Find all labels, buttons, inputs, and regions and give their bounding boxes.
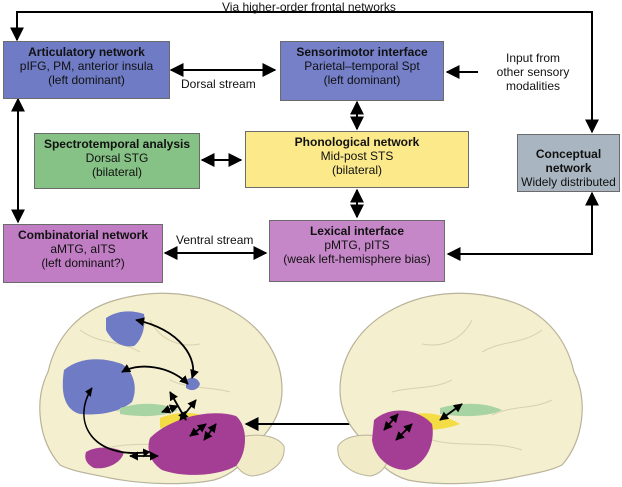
- sensorimotor-interface-box: Sensorimotor interface Parietal–temporal…: [280, 41, 444, 101]
- conceptual-line1: Widely distributed: [521, 175, 616, 189]
- articulatory-line1: pIFG, PM, anterior insula: [19, 59, 154, 73]
- left-arc-8: [203, 423, 217, 441]
- lexical-interface-box: Lexical interface pMTG, pITS (weak left-…: [269, 220, 445, 282]
- right-arc-3: [439, 403, 463, 421]
- right-sulci: [391, 319, 553, 451]
- input-label-line3: modalities: [505, 79, 561, 93]
- sensorimotor-title: Sensorimotor interface: [296, 45, 428, 59]
- combinatorial-title: Combinatorial network: [17, 228, 148, 242]
- lexical-line2: (weak left-hemisphere bias): [283, 252, 431, 266]
- spectrotemporal-title: Spectrotemporal analysis: [43, 137, 191, 151]
- sensorimotor-line2: (left dominant): [323, 73, 401, 87]
- right-hemisphere: [337, 292, 583, 485]
- articulatory-title: Articulatory network: [28, 45, 145, 59]
- conceptual-title: Conceptual network: [535, 147, 602, 175]
- right-arc-1: [383, 413, 399, 431]
- combinatorial-line2: (left dominant?): [41, 256, 125, 270]
- articulatory-line2: (left dominant): [48, 73, 125, 87]
- input-label-line2: other sensory: [496, 65, 570, 79]
- left-arc-1: [135, 317, 199, 379]
- lexical-title: Lexical interface: [309, 224, 405, 238]
- frontal-feedback-label: Via higher-order frontal networks: [222, 0, 396, 14]
- ventral-stream-label: Ventral stream: [176, 233, 254, 247]
- input-label-line1: Input from: [505, 51, 561, 65]
- articulatory-network-box: Articulatory network pIFG, PM, anterior …: [3, 41, 170, 99]
- phonological-line1: Mid-post STS: [320, 149, 394, 163]
- dorsal-stream-label: Dorsal stream: [181, 77, 256, 91]
- left-spt-region: [186, 377, 200, 391]
- left-arc-9: [161, 404, 179, 414]
- left-hemisphere: [39, 292, 285, 485]
- left-premotor-region: [106, 311, 145, 347]
- phonological-line2: (bilateral): [331, 163, 382, 177]
- spectrotemporal-line2: (bilateral): [91, 165, 142, 179]
- left-arc-2: [121, 364, 189, 385]
- input-label: Input from other sensory modalities: [484, 51, 582, 93]
- combinatorial-line1: aMTG, aITS: [50, 242, 116, 256]
- frontal-feedback-arrow: [10, 11, 599, 134]
- right-arc-2: [395, 423, 413, 441]
- phonological-network-box: Phonological network Mid-post STS (bilat…: [245, 131, 469, 188]
- left-articulatory-region: [62, 359, 135, 415]
- conceptual-lexical-arrow: [446, 191, 599, 261]
- left-temporal-region: [148, 413, 245, 475]
- phonological-title: Phonological network: [294, 135, 420, 149]
- sensorimotor-line1: Parietal–temporal Spt: [304, 59, 420, 73]
- spectrotemporal-line1: Dorsal STG: [85, 151, 149, 165]
- combinatorial-network-box: Combinatorial network aMTG, aITS (left d…: [3, 224, 163, 283]
- lexical-line1: pMTG, pITS: [324, 238, 390, 252]
- conceptual-network-box: Conceptual network Widely distributed: [517, 134, 620, 192]
- left-arc-7: [189, 423, 207, 437]
- left-arc-6: [179, 399, 197, 421]
- spectrotemporal-analysis-box: Spectrotemporal analysis Dorsal STG (bil…: [34, 133, 200, 189]
